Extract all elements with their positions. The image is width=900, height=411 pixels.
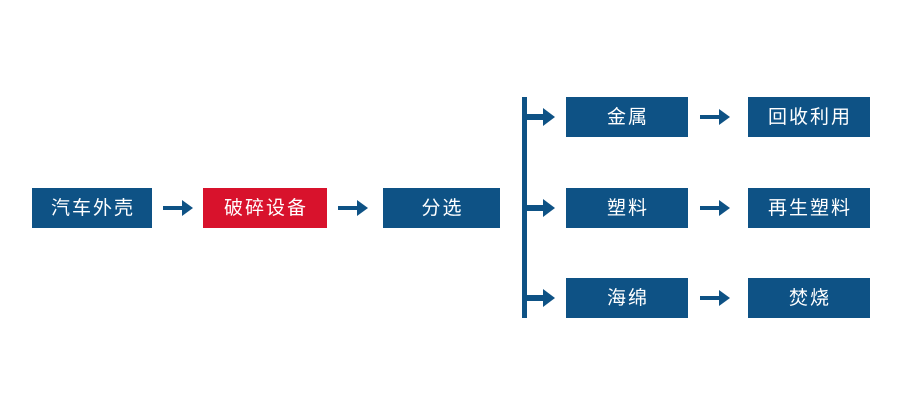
node-metal[interactable]: 金属 bbox=[566, 97, 688, 137]
node-regenerated-plastic[interactable]: 再生塑料 bbox=[748, 188, 870, 228]
node-recycle-reuse[interactable]: 回收利用 bbox=[748, 97, 870, 137]
node-sponge[interactable]: 海绵 bbox=[566, 278, 688, 318]
vertical-connector bbox=[522, 97, 527, 318]
arrow-right-icon-plastic-to-regenerated bbox=[700, 195, 730, 221]
branch-arrow-right-icon-to-metal bbox=[525, 104, 555, 130]
arrow-right-icon-metal-to-recycle bbox=[700, 104, 730, 130]
node-crusher-equipment[interactable]: 破碎设备 bbox=[203, 188, 327, 228]
node-sorting[interactable]: 分选 bbox=[383, 188, 500, 228]
branch-arrow-right-icon-to-sponge bbox=[525, 285, 555, 311]
node-plastic[interactable]: 塑料 bbox=[566, 188, 688, 228]
arrow-right-icon-crusher-to-sorting bbox=[338, 195, 368, 221]
branch-arrow-right-icon-to-plastic bbox=[525, 195, 555, 221]
node-incineration[interactable]: 焚烧 bbox=[748, 278, 870, 318]
arrow-right-icon-shell-to-crusher bbox=[163, 195, 193, 221]
node-car-shell[interactable]: 汽车外壳 bbox=[32, 188, 152, 228]
arrow-right-icon-sponge-to-incineration bbox=[700, 285, 730, 311]
